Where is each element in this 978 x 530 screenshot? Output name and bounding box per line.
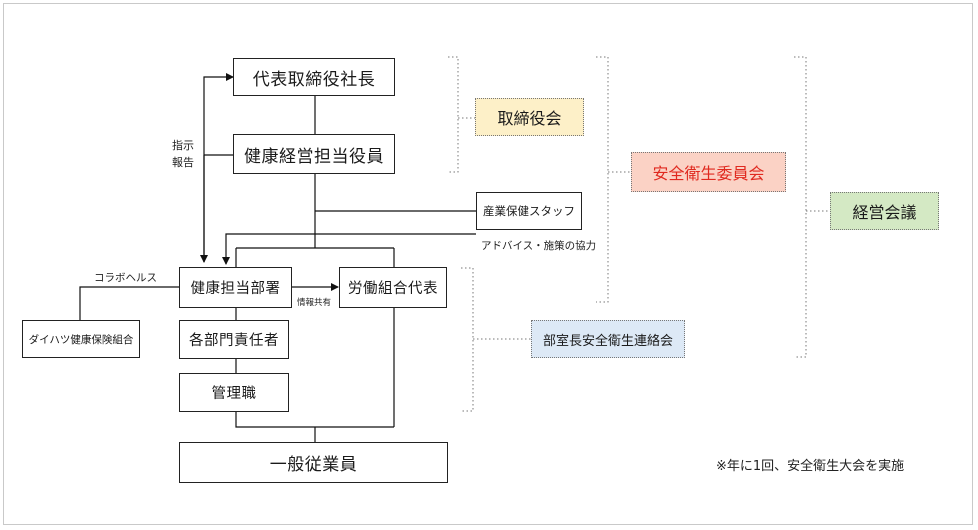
arrow-advice <box>222 233 476 265</box>
connector-managers-bottom <box>235 412 394 428</box>
tag-board: 取締役会 <box>475 98 584 136</box>
label-instruct: 指示 <box>172 139 194 152</box>
label-report: 報告 <box>172 156 194 169</box>
box-ceo: 代表取締役社長 <box>233 58 395 96</box>
bracket-management-meeting <box>794 56 807 358</box>
box-health-officer: 健康経営担当役員 <box>233 134 395 174</box>
bracket-safety-committee <box>596 56 609 303</box>
box-union: 労働組合代表 <box>339 267 447 308</box>
bracket-liaison <box>461 267 474 412</box>
label-info-share: 情報共有 <box>297 298 332 308</box>
box-dept-heads: 各部門責任者 <box>179 320 289 359</box>
tag-management-meeting: 経営会議 <box>830 192 939 230</box>
box-insurance: ダイハツ健康保険組合 <box>22 320 140 358</box>
box-managers: 管理職 <box>179 373 289 412</box>
diagram-frame <box>3 3 973 525</box>
box-health-dept: 健康担当部署 <box>179 267 292 308</box>
label-advice: アドバイス・施策の協力 <box>481 240 597 252</box>
bracket-board <box>448 56 459 173</box>
connector-collab <box>79 286 179 320</box>
tag-liaison: 部室長安全衛生連絡会 <box>531 320 685 358</box>
footnote: ※年に1回、安全衛生大会を実施 <box>716 459 905 474</box>
tag-safety-committee: 安全衛生委員会 <box>631 152 786 192</box>
label-collab: コラボヘルス <box>94 272 157 284</box>
box-health-staff: 産業保健スタッフ <box>476 192 582 230</box>
box-employees: 一般従業員 <box>179 442 448 483</box>
